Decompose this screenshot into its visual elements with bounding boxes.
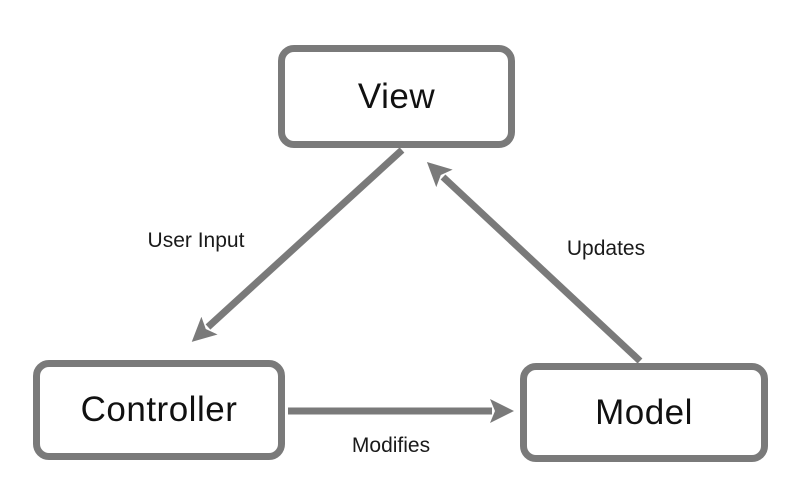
edge-label-updates: Updates — [566, 237, 646, 260]
node-view: View — [278, 45, 515, 148]
edge-user-input-arrow — [191, 147, 405, 342]
edge-label-modifies: Modifies — [351, 434, 431, 457]
node-controller-label: Controller — [80, 390, 238, 429]
node-model-label: Model — [595, 392, 693, 432]
node-view-label: View — [357, 76, 436, 116]
node-model: Model — [520, 363, 768, 462]
edge-updates-arrow — [426, 161, 643, 364]
edge-label-user-input: User Input — [147, 229, 245, 252]
node-controller: Controller — [33, 360, 285, 460]
